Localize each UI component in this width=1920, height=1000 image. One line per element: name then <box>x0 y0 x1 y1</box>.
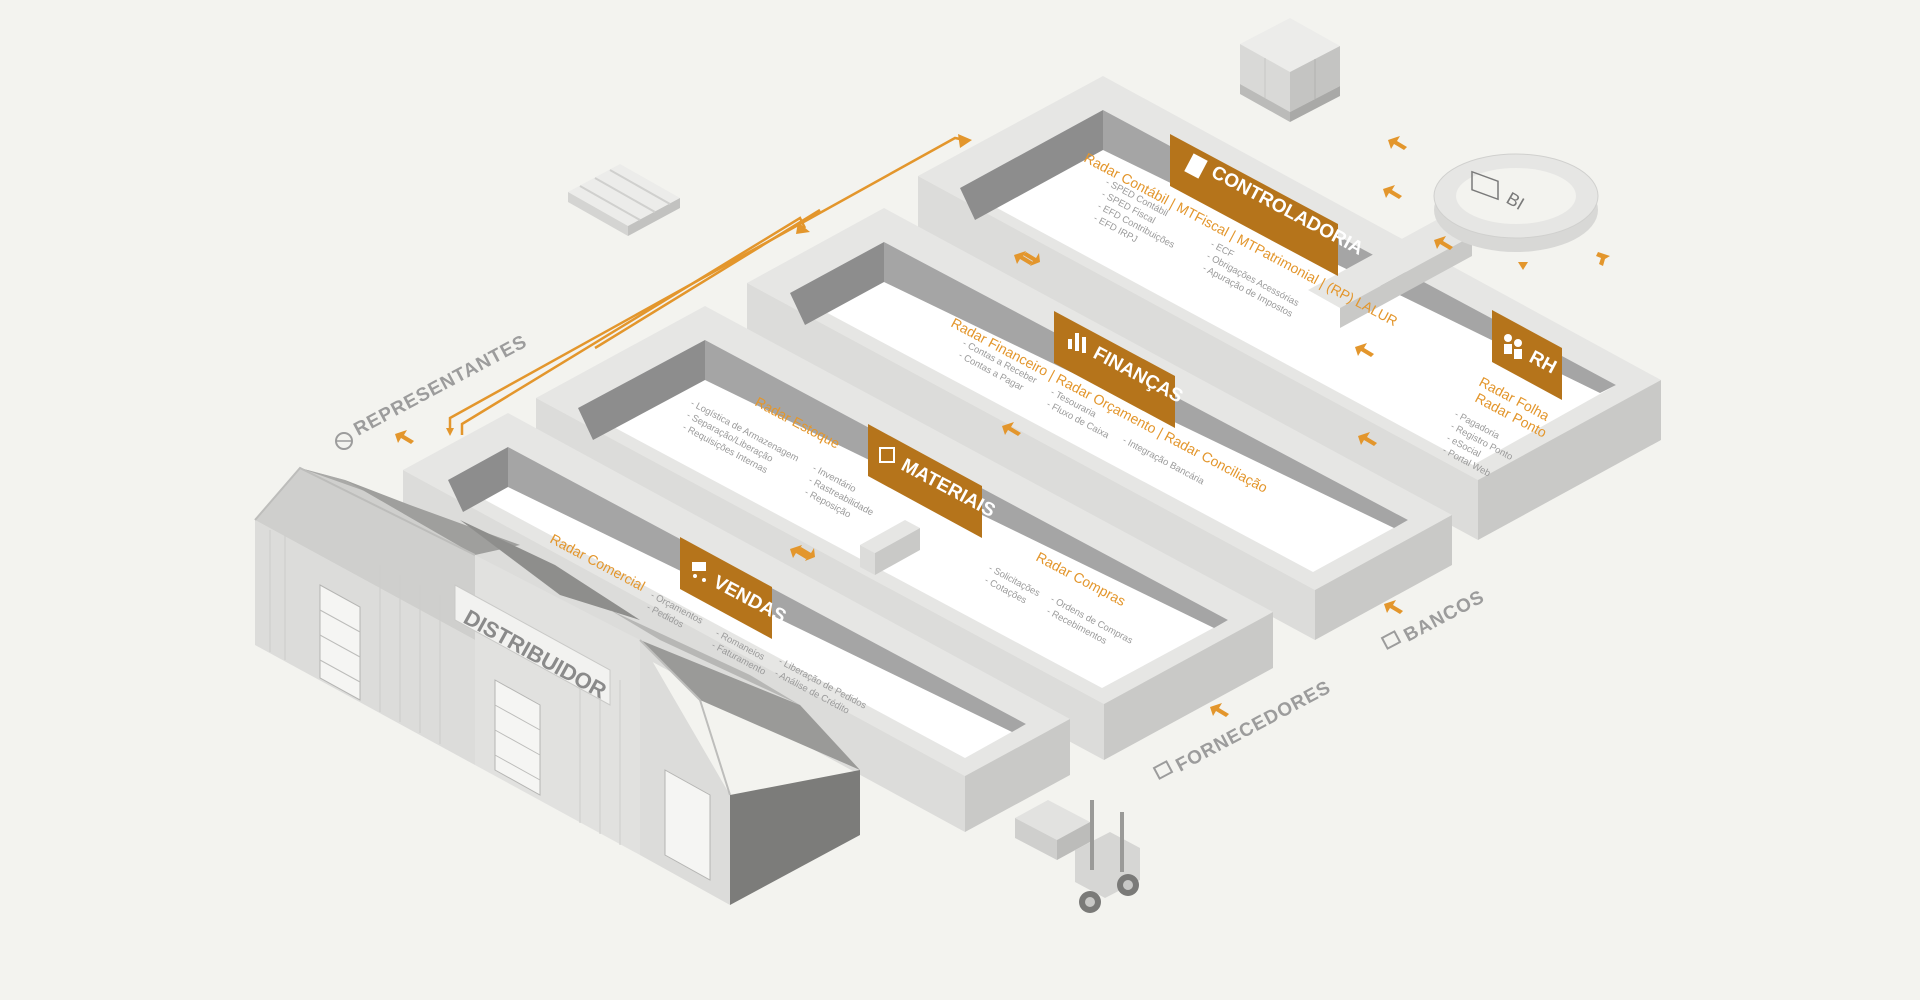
connection-arrowheads <box>446 134 972 436</box>
forklift-icon <box>1015 800 1140 913</box>
bi-icon <box>1471 170 1499 201</box>
chart-icon <box>1068 333 1086 353</box>
label-bancos: BANCOS <box>1380 586 1488 650</box>
people-icon <box>1504 334 1522 359</box>
svg-text:BANCOS: BANCOS <box>1400 586 1488 646</box>
globe-icon <box>335 432 353 450</box>
cart-icon <box>692 562 706 582</box>
supplier-icon <box>1152 760 1174 780</box>
calculator-icon <box>1184 153 1208 179</box>
bi-ring: BI <box>1433 153 1599 252</box>
flow-arrows <box>395 136 1610 717</box>
box-stack-icon <box>1240 18 1340 122</box>
distribuidor-building: DISTRIBUIDOR <box>254 466 860 905</box>
pallet-icon <box>568 164 680 236</box>
box-icon <box>879 447 895 463</box>
bank-icon <box>1380 630 1402 650</box>
materiais-room <box>536 306 1273 760</box>
sign-rh: RH <box>1492 310 1562 400</box>
